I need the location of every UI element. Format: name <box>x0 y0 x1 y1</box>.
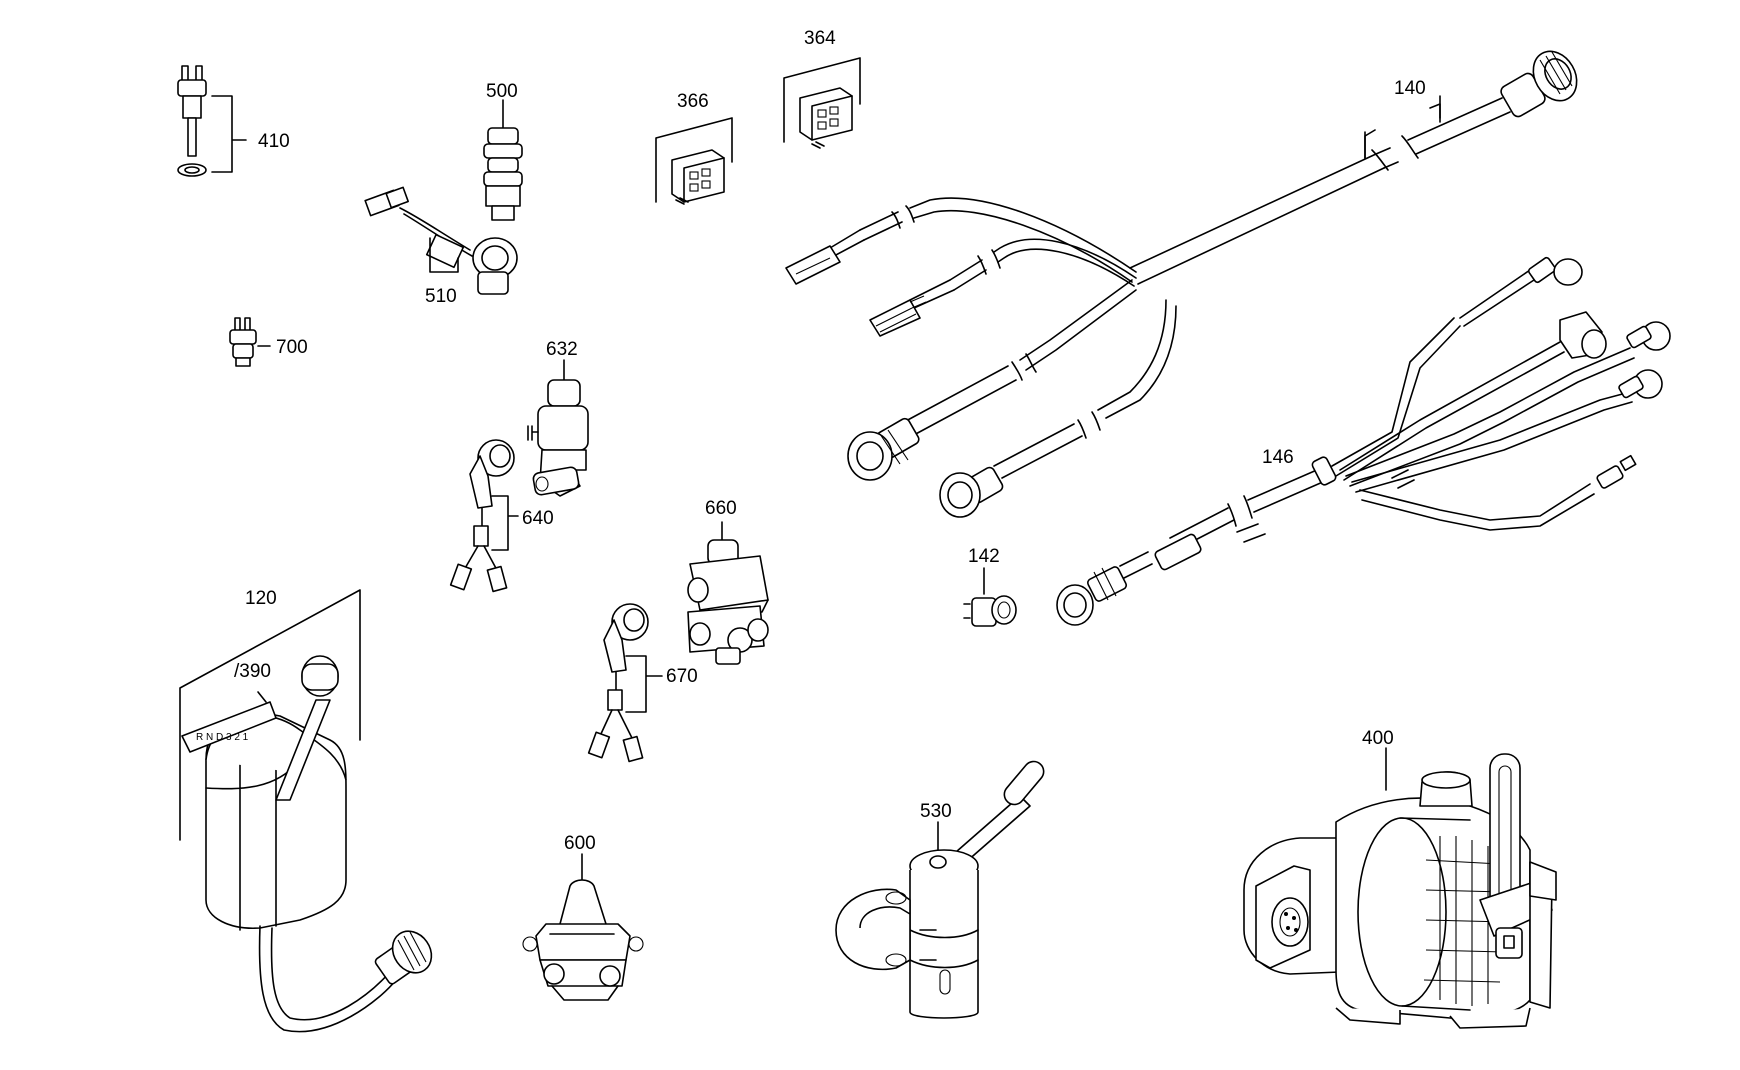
part-510-cable[interactable] <box>364 186 518 295</box>
label-140: 140 <box>1394 78 1426 99</box>
part-146-harness[interactable] <box>1056 256 1671 626</box>
part-400-gear-unit[interactable] <box>1243 747 1557 1029</box>
part-600-valve[interactable] <box>522 853 644 1001</box>
part-142-connector[interactable] <box>963 567 1017 627</box>
label-390: /390 <box>234 661 271 682</box>
label-142: 142 <box>968 546 1000 567</box>
label-120: 120 <box>245 588 277 609</box>
label-500: 500 <box>486 81 518 102</box>
label-510: 510 <box>425 286 457 307</box>
part-670-plug[interactable] <box>587 603 663 763</box>
label-632: 632 <box>546 339 578 360</box>
label-366: 366 <box>677 91 709 112</box>
part-530-hand-valve[interactable] <box>835 757 1048 1019</box>
label-530: 530 <box>920 801 952 822</box>
part-120-lever-unit[interactable]: R N D 3 2 1 <box>179 589 439 1033</box>
part-366-connector[interactable] <box>655 117 733 205</box>
label-400: 400 <box>1362 728 1394 749</box>
part-700-sensor[interactable] <box>229 317 271 367</box>
part-640-plug[interactable] <box>449 439 519 593</box>
label-670: 670 <box>666 666 698 687</box>
part-632-valve[interactable] <box>527 359 589 497</box>
part-660-valve[interactable] <box>687 521 769 665</box>
part-364-connector[interactable] <box>783 57 861 149</box>
label-660: 660 <box>705 498 737 519</box>
part-500-switch[interactable] <box>483 99 523 221</box>
label-640: 640 <box>522 508 554 529</box>
label-364: 364 <box>804 28 836 49</box>
part-140-harness[interactable] <box>785 43 1585 518</box>
label-146: 146 <box>1262 447 1294 468</box>
part-410-sensor[interactable] <box>177 65 247 177</box>
svg-text:R N D 3 2 1: R N D 3 2 1 <box>196 732 249 743</box>
label-700: 700 <box>276 337 308 358</box>
label-600: 600 <box>564 833 596 854</box>
label-410: 410 <box>258 131 290 152</box>
